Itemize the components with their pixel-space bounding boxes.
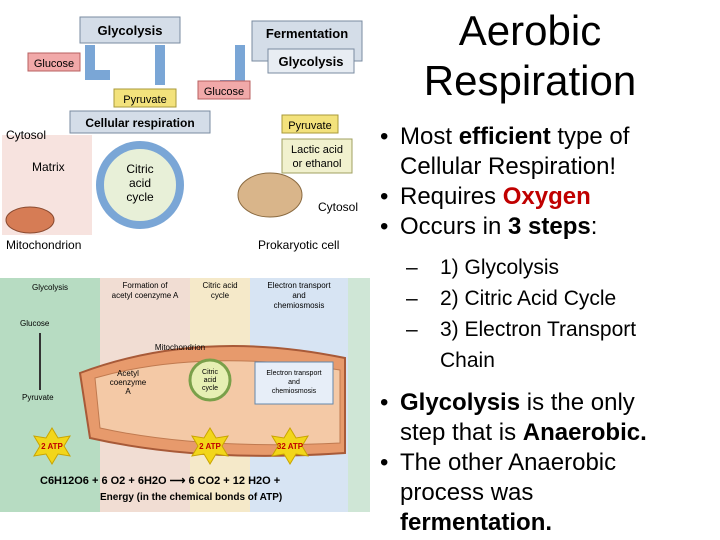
bullet-dot-icon: • (380, 123, 389, 150)
mitochondrion-label: Mitochondrion (6, 238, 81, 252)
prokaryotic-cell-icon (237, 172, 303, 218)
energy-label: Energy (in the chemical bonds of ATP) (100, 492, 282, 503)
atp-badge-1: 2 ATP (33, 427, 71, 465)
etc-label-2: and (288, 379, 300, 386)
sub-step-1: –1) Glycolysis (406, 256, 560, 279)
glucose-label-2: Glucose (204, 86, 244, 98)
pyruvate-label-3: Pyruvate (22, 393, 54, 402)
bullet-dot-icon: • (380, 449, 389, 476)
pyruvate-label-2: Pyruvate (288, 120, 331, 132)
col-glycolysis-label: Glycolysis (32, 283, 68, 292)
citric-label-1: Citric (126, 162, 153, 176)
col-formation-label-2: acetyl coenzyme A (112, 291, 179, 300)
slide-title: Aerobic Respiration (395, 6, 665, 106)
cytosol-label-2: Cytosol (318, 200, 358, 214)
matrix-label: Matrix (32, 160, 65, 174)
col-citric-label-2: cycle (211, 291, 230, 300)
lactic-acid-box (281, 138, 353, 174)
cellular-respiration-label: Cellular respiration (85, 116, 194, 130)
svg-text:2 ATP: 2 ATP (41, 442, 63, 451)
glucose-label-3: Glucose (20, 319, 50, 328)
glucose-label: Glucose (34, 58, 74, 70)
acetyl-label-1: Acetyl (117, 369, 139, 378)
bullet-oxygen: • Requires Oxygen (380, 183, 591, 210)
citric-label-3: cycle (126, 190, 154, 204)
mitochondrion-icon (5, 206, 55, 234)
sub-step-2: –2) Citric Acid Cycle (406, 287, 617, 310)
atp-badge-2: 2 ATP (191, 427, 229, 465)
citric-cycle-icon (188, 358, 232, 402)
bullet-dot-icon: • (380, 213, 389, 240)
bullet-steps: • Occurs in 3 steps: (380, 213, 598, 240)
glycolysis-box-2 (267, 48, 355, 74)
etc-box (254, 361, 334, 405)
col-etc-label-2: and (292, 291, 305, 300)
cellular-respiration-box (69, 110, 211, 134)
etc-label-1: Electron transport (266, 370, 321, 377)
citric-label-2: acid (129, 176, 151, 190)
flow-arrow (85, 45, 110, 80)
bullet-list: • Most efficient type of Cellular Respir… (372, 122, 717, 538)
col-formation-label-1: Formation of (123, 281, 169, 290)
acetyl-label-3: A (125, 387, 131, 396)
lactic-label-1: Lactic acid (291, 144, 343, 156)
title-line-1: Aerobic (458, 7, 602, 54)
lactic-label-2: or ethanol (293, 158, 342, 170)
acetyl-label-2: coenzyme (110, 378, 147, 387)
col-citric-label-1: Citric acid (202, 281, 237, 290)
glycolysis-box (79, 16, 181, 44)
bullet-glycolysis: • Glycolysis is the only step that is An… (380, 389, 647, 446)
respiration-overview-diagram: Glycolysis Fermentation Glycolysis Gluco… (0, 15, 370, 260)
bullet-dot-icon: • (380, 389, 389, 416)
glucose-box-2 (197, 80, 251, 100)
fermentation-label: Fermentation (266, 26, 348, 41)
equation-label: C6H12O6 + 6 O2 + 6H2O ⟶ 6 CO2 + 12 H2O + (40, 475, 280, 487)
pyruvate-box-2 (281, 114, 339, 134)
mitochondrion-stages-diagram: Glycolysis Formation of acetyl coenzyme … (0, 278, 370, 512)
mitochondrion-label-2: Mitochondrion (155, 343, 205, 352)
citric-label-b2: acid (204, 377, 217, 384)
glycolysis-label: Glycolysis (97, 23, 162, 38)
svg-text:32 ATP: 32 ATP (277, 442, 304, 451)
cytosol-label: Cytosol (6, 128, 46, 142)
svg-text:2 ATP: 2 ATP (199, 442, 221, 451)
etc-label-3: chemiosmosis (272, 388, 317, 395)
col-etc-label-1: Electron transport (267, 281, 331, 290)
atp-badge-3: 32 ATP (271, 427, 309, 465)
citric-label-b1: Citric (202, 369, 218, 376)
citric-acid-cycle-icon (96, 141, 184, 229)
glucose-box (27, 52, 81, 72)
title-line-2: Respiration (423, 57, 637, 104)
citric-label-b3: cycle (202, 385, 218, 392)
bullet-dot-icon: • (380, 183, 389, 210)
glycolysis-label-2: Glycolysis (278, 54, 343, 69)
pyruvate-box (113, 88, 177, 108)
pyruvate-label: Pyruvate (123, 94, 166, 106)
bullet-efficient: • Most efficient type of Cellular Respir… (380, 123, 630, 180)
bullet-fermentation: • The other Anaerobic process was fermen… (380, 449, 617, 536)
prokaryotic-label: Prokaryotic cell (258, 238, 339, 252)
col-etc-label-3: chemiosmosis (274, 301, 325, 310)
